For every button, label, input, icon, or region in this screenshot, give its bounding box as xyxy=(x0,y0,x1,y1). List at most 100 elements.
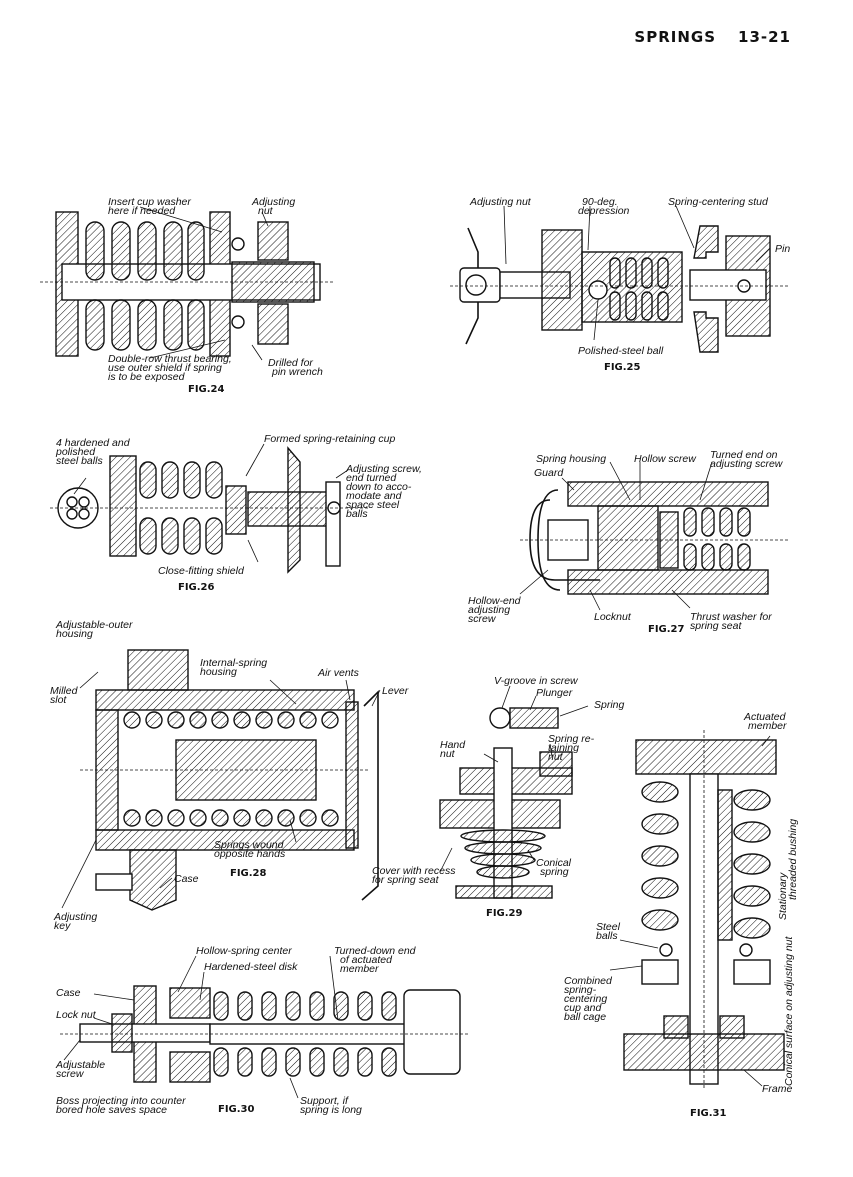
fig28-drawing xyxy=(61,649,381,911)
fig31-label: Frame xyxy=(762,1083,792,1095)
fig31-label: balls xyxy=(596,930,618,942)
fig28-label: key xyxy=(54,920,71,932)
fig29-label: Hand xyxy=(440,739,466,751)
fig30-label: Boss projecting into counter xyxy=(56,1095,186,1107)
fig29-plunger-housing xyxy=(509,707,559,729)
fig30-label: Support, if xyxy=(300,1095,349,1107)
fig30-label: bored hole saves space xyxy=(56,1104,167,1116)
fig28-outer-housing-top xyxy=(127,649,189,691)
fig31-label: Conical surface on adjusting nut xyxy=(783,935,795,1086)
fig28-label: housing xyxy=(56,628,93,640)
fig26-label: 4 hardened and xyxy=(56,437,131,449)
fig31-label: Stationary xyxy=(777,872,789,920)
fig24-label: is to be exposed xyxy=(108,371,186,383)
fig25-label: Pin xyxy=(775,243,790,255)
fig27-label: adjusting screw xyxy=(710,458,784,470)
fig30-label: Turned-down end xyxy=(334,945,417,957)
fig28-spring-coils xyxy=(123,711,339,827)
fig30-label: member xyxy=(340,963,379,975)
fig26-label: Close-fitting shield xyxy=(158,565,245,577)
fig31-label: threaded bushing xyxy=(787,819,799,900)
fig27-label: Guard xyxy=(534,467,564,479)
fig25-title: FIG.25 xyxy=(604,362,641,373)
fig24-label: here if needed xyxy=(108,205,176,217)
fig24-label: nut xyxy=(258,205,274,217)
fig25-label: depression xyxy=(578,205,630,217)
fig24-drawing xyxy=(40,206,335,361)
fig25-spring-coils xyxy=(609,257,669,321)
fig27-label: spring seat xyxy=(690,620,742,632)
fig27-drawing xyxy=(519,461,790,611)
fig29-label: Spring re- xyxy=(548,733,595,745)
fig28-label: Milled xyxy=(50,685,79,697)
fig24-label: use outer shield if spring xyxy=(108,362,222,374)
fig28-label: Air vents xyxy=(317,667,360,679)
fig29-label: spring xyxy=(540,866,569,878)
fig26-label: steel balls xyxy=(56,455,103,467)
fig28-lever xyxy=(361,690,379,901)
fig26-label: space steel xyxy=(346,499,400,511)
fig30-label: of actuated xyxy=(340,954,393,966)
fig31-label: centering xyxy=(564,993,607,1005)
fig24-spring-coils xyxy=(85,221,205,351)
fig26-label: Formed spring-retaining cup xyxy=(264,433,395,445)
fig31-label: Steel xyxy=(596,921,621,933)
fig30-label: Lock nut xyxy=(56,1009,97,1021)
fig27-label: Hollow-end xyxy=(468,595,522,607)
fig30-title: FIG.30 xyxy=(218,1104,255,1115)
fig30-spring-coils xyxy=(213,991,397,1077)
fig28-label: Adjusting xyxy=(53,911,97,923)
fig27-spring-housing xyxy=(567,481,769,507)
fig29-label: Conical xyxy=(536,857,572,869)
fig31-label: spring- xyxy=(564,984,597,996)
fig29-label: V-groove in screw xyxy=(494,675,579,687)
fig27-label: Hollow screw xyxy=(634,453,697,465)
fig31-label: member xyxy=(748,720,787,732)
fig29-label: for spring seat xyxy=(372,874,440,886)
fig31-spring-coils xyxy=(641,781,771,939)
fig28-label: housing xyxy=(200,666,237,678)
fig29-label: Spring xyxy=(594,699,625,711)
fig31-label: cup and xyxy=(564,1002,603,1014)
fig27-label: adjusting xyxy=(468,604,510,616)
fig31-title: FIG.31 xyxy=(690,1108,727,1119)
fig24-label: pin wrench xyxy=(271,366,323,378)
fig29-label: Cover with recess xyxy=(372,865,456,877)
fig28-label: Springs wound xyxy=(214,839,285,851)
fig31-actuated-member-head xyxy=(635,739,777,775)
fig26-label: down to acco- xyxy=(346,481,412,493)
fig28-label: Case xyxy=(174,873,199,885)
fig26-label: balls xyxy=(346,508,368,520)
fig27-spring-coils xyxy=(683,507,751,571)
fig31-label: ball cage xyxy=(564,1011,606,1023)
fig25-label: Spring-centering stud xyxy=(668,196,769,208)
fig30-label: Hardened-steel disk xyxy=(204,961,298,973)
fig30-adjusting-screw xyxy=(79,1023,211,1043)
fig29-label: taining xyxy=(548,742,579,754)
fig26-label: Adjusting screw, xyxy=(345,463,422,475)
fig25-drawing xyxy=(450,205,790,353)
fig28-title: FIG.28 xyxy=(230,868,267,879)
fig30-drawing xyxy=(60,955,470,1099)
fig30-label: Hollow-spring center xyxy=(196,945,292,957)
fig24-label: Double-row thrust bearing, xyxy=(108,353,232,365)
fig25-ball xyxy=(588,280,608,300)
fig26-spring-coils xyxy=(139,461,223,555)
fig28-case xyxy=(129,849,177,911)
fig27-label: Thrust washer for xyxy=(690,611,772,623)
fig29-title: FIG.29 xyxy=(486,908,523,919)
fig27-label: Turned end on xyxy=(710,449,778,461)
fig31-label: Actuated xyxy=(743,711,787,723)
fig31-drawing xyxy=(609,730,785,1090)
fig28-label: Internal-spring xyxy=(200,657,267,669)
fig24-label: Insert cup washer xyxy=(108,196,191,208)
fig29-label: nut xyxy=(548,751,564,763)
fig27-label: Locknut xyxy=(594,611,632,623)
fig31-label: Combined xyxy=(564,975,613,987)
fig29-conical-spring xyxy=(460,829,546,879)
fig30-label: Case xyxy=(56,987,81,999)
fig25-label: Adjusting nut xyxy=(469,196,532,208)
fig25-label: Polished-steel ball xyxy=(578,345,664,357)
fig28-label: slot xyxy=(50,694,67,706)
